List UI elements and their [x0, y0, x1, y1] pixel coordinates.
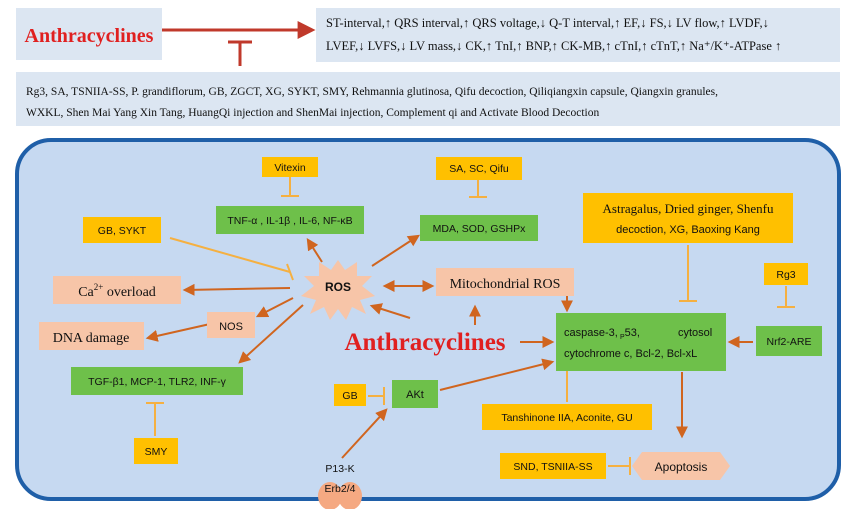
- p13k-label: P13-K: [325, 463, 354, 475]
- oxidative-label: MDA, SOD, GSHPx: [433, 223, 527, 235]
- tgf-label: TGF-β1, MCP-1, TLR2, INF-γ: [88, 376, 226, 388]
- snd-box: [500, 453, 606, 479]
- ca-overload-box: [53, 276, 181, 304]
- tanshinone-label: Tanshinone IIA, Aconite, GU: [501, 412, 632, 424]
- nrf2-box: [756, 326, 822, 356]
- smy-label: SMY: [145, 446, 168, 458]
- gb-label: GB: [342, 390, 357, 402]
- nos-label: NOS: [219, 321, 243, 333]
- ca-overload-label: Ca2+ overload: [78, 282, 156, 300]
- sa-sc-qifu-label: SA, SC, Qifu: [449, 163, 509, 175]
- gb-box: [334, 384, 366, 406]
- mito-ros-box: [436, 268, 574, 296]
- header-drug-label: Anthracyclines: [25, 25, 154, 47]
- effects-panel: [316, 8, 840, 62]
- effects-line-2: LVEF,↓ LVFS,↓ LV mass,↓ CK,↑ TnI,↑ BNP,↑…: [326, 39, 781, 53]
- astragalus-line-1: Astragalus, Dried ginger, Shenfu: [603, 201, 774, 216]
- tgf-box: [71, 367, 243, 395]
- ros-burst: [301, 260, 375, 320]
- astragalus-box: [583, 193, 793, 243]
- oxidative-box: [420, 215, 538, 241]
- inhibitors-panel: [16, 72, 840, 126]
- cytokines-label: TNF-α , IL-1β , IL-6, NF-κB: [227, 215, 352, 227]
- apoptosis-regulators-line-2: cytochrome c, Bcl-2, Bcl-xL: [564, 348, 697, 360]
- rg3-box: [764, 263, 808, 285]
- erb-label: Erb2/4: [325, 483, 356, 495]
- rg3-label: Rg3: [776, 269, 795, 281]
- ros-label: ROS: [325, 280, 351, 294]
- gb-sykt-label: GB, SYKT: [98, 225, 147, 237]
- activation-arrows: [145, 234, 753, 459]
- mito-ros-label: Mitochondrial ROS: [450, 277, 561, 292]
- snd-label: SND, TSNIIA-SS: [513, 461, 592, 473]
- apoptosis-regulators-box: [556, 313, 726, 371]
- sa-sc-qifu-box: [436, 157, 522, 180]
- inhibitors-line-1: Rg3, SA, TSNIIA-SS, P. grandiflorum, GB,…: [26, 86, 718, 98]
- effects-line-1: ST-interval,↑ QRS interval,↑ QRS voltage…: [326, 16, 769, 30]
- nos-box: [207, 312, 255, 338]
- astragalus-line-2: decoction, XG, Baoxing Kang: [616, 224, 760, 236]
- akt-box: [392, 380, 438, 408]
- header-drug-box: [16, 8, 162, 60]
- tanshinone-box: [482, 404, 652, 430]
- vitexin-box: [262, 157, 318, 177]
- receptor-right: [338, 482, 362, 509]
- center-drug-label: Anthracyclines: [344, 329, 505, 356]
- nrf2-label: Nrf2-ARE: [767, 336, 812, 348]
- apoptosis-label: Apoptosis: [655, 460, 708, 474]
- inhibitors-line-2: WXKL, Shen Mai Yang Xin Tang, HuangQi in…: [26, 107, 600, 119]
- dna-damage-box: [39, 322, 144, 350]
- dna-damage-label: DNA damage: [53, 331, 130, 346]
- smy-box: [134, 438, 178, 464]
- cytokines-box: [216, 206, 364, 234]
- vitexin-label: Vitexin: [274, 162, 305, 174]
- apoptosis-shape: [632, 452, 730, 480]
- receptor-left: [318, 482, 342, 509]
- apoptosis-regulators-line-1: caspase-3,P53,cytosol: [564, 327, 712, 341]
- gb-sykt-box: [83, 217, 161, 243]
- akt-label: AKt: [406, 389, 424, 401]
